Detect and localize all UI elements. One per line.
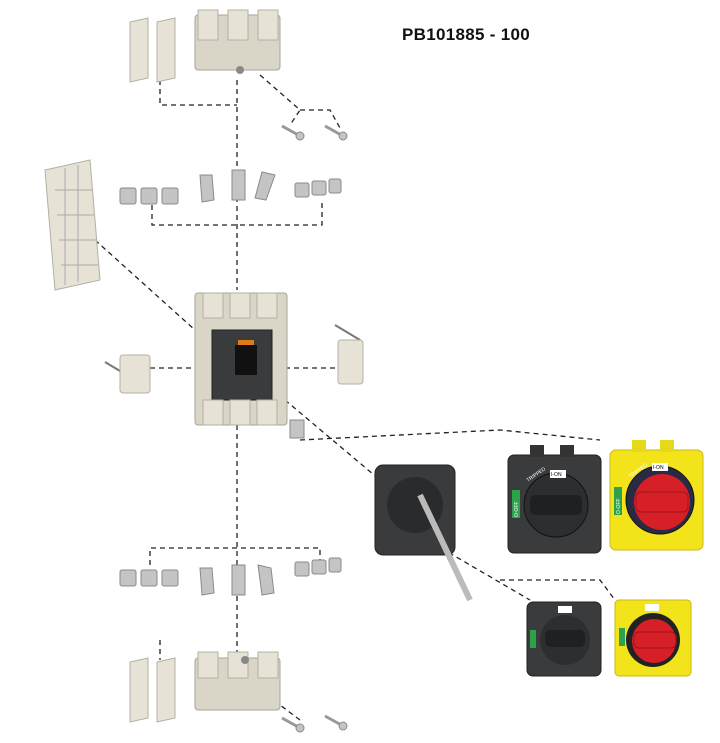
cage-terminals-bottom [119, 557, 342, 587]
rotary-handle-mechanism [374, 464, 473, 602]
handle-black-small [526, 601, 602, 677]
terminal-cover-top [194, 9, 281, 74]
auxiliary-contact-left [104, 354, 151, 394]
reference-title: PB101885 - 100 [402, 25, 531, 44]
auxiliary-contact-right [334, 324, 364, 385]
connector-lines [94, 74, 616, 721]
off-label-yellow: O-OFF [616, 498, 622, 514]
handle-yellow-small [614, 599, 692, 677]
off-label: O-OFF [514, 501, 520, 517]
handle-black-large: O-OFF TRIPPED I-ON [507, 445, 602, 554]
screws-top [281, 124, 348, 141]
terminal-shields-top [129, 17, 176, 83]
on-label: I-ON [551, 472, 562, 478]
small-adapter [289, 419, 305, 439]
handle-yellow-large: O-OFF TRIPPED I-ON [609, 440, 704, 551]
terminal-cover-bottom [194, 651, 281, 711]
spreaders-bottom [199, 564, 275, 596]
mounting-plate [44, 159, 101, 291]
cage-terminals-top [119, 178, 342, 205]
circuit-breaker [194, 292, 288, 426]
on-label-yellow: I-ON [653, 465, 664, 471]
spreaders-top [199, 169, 276, 203]
screws-bottom [281, 714, 348, 733]
terminal-shields-bottom [129, 657, 176, 723]
